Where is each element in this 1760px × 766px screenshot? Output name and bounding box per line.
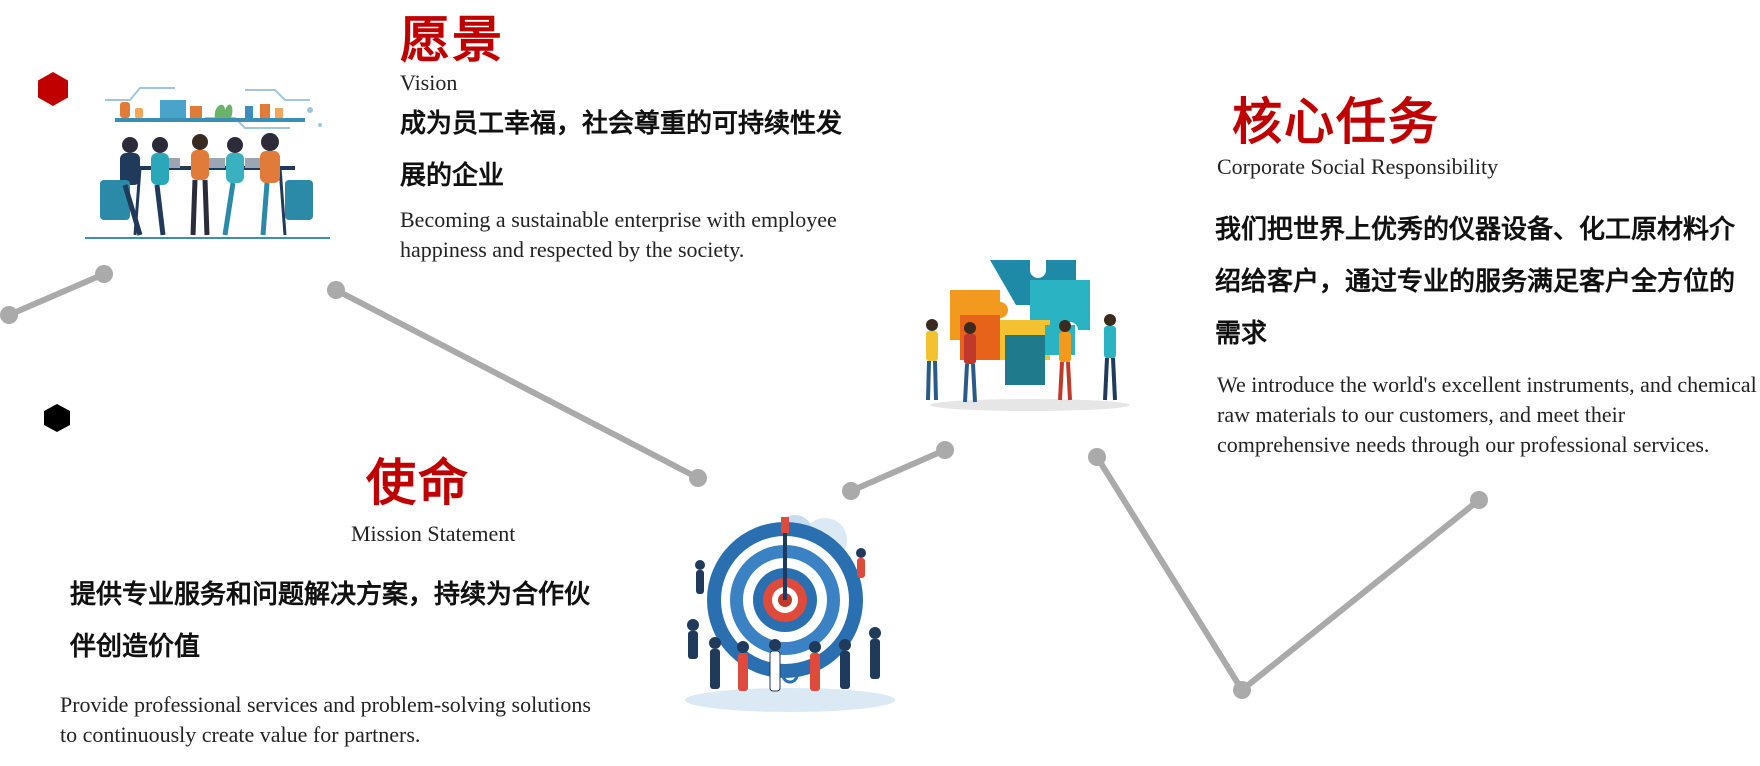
team-meeting-illustration bbox=[85, 87, 330, 239]
connector-dot bbox=[1470, 491, 1488, 509]
vision-en-text: Becoming a sustainable enterprise with e… bbox=[400, 207, 837, 262]
connector-segment bbox=[1094, 454, 1245, 693]
mission-en-text: Provide professional services and proble… bbox=[60, 692, 591, 747]
mission-subtitle: Mission Statement bbox=[351, 521, 516, 546]
connector-segment bbox=[6, 271, 107, 318]
connector-segment bbox=[1239, 497, 1482, 693]
connector-dot bbox=[689, 469, 707, 487]
connector-dot bbox=[936, 441, 954, 459]
connector-segment bbox=[848, 447, 948, 494]
mission-cn-text: 提供专业服务和问题解决方案，持续为合作伙伴创造价值 bbox=[70, 580, 591, 662]
mission-title: 使命 bbox=[366, 454, 470, 512]
core-subtitle: Corporate Social Responsibility bbox=[1217, 154, 1499, 179]
core-en-text: We introduce the world's excellent instr… bbox=[1217, 372, 1757, 457]
core-title: 核心任务 bbox=[1232, 93, 1440, 151]
hexagon-red-icon bbox=[38, 72, 68, 106]
connector-dot bbox=[1233, 681, 1251, 699]
vision-cn-text: 成为员工幸福，社会尊重的可持续性发展的企业 bbox=[400, 109, 843, 191]
connector-dot bbox=[1088, 448, 1106, 466]
vision-subtitle: Vision bbox=[400, 70, 458, 95]
connector-dot bbox=[95, 265, 113, 283]
target-goal-illustration bbox=[685, 515, 895, 712]
connector-dot bbox=[842, 482, 860, 500]
connector-dot bbox=[327, 281, 345, 299]
connector-segment bbox=[333, 287, 701, 481]
connector-dot bbox=[0, 306, 18, 324]
vision-title: 愿景 bbox=[400, 11, 504, 69]
hexagon-black-icon bbox=[44, 404, 70, 432]
core-cn-text: 我们把世界上优秀的仪器设备、化工原材料介绍给客户，通过专业的服务满足客户全方位的… bbox=[1215, 215, 1736, 349]
puzzle-teamwork-illustration bbox=[926, 260, 1130, 411]
